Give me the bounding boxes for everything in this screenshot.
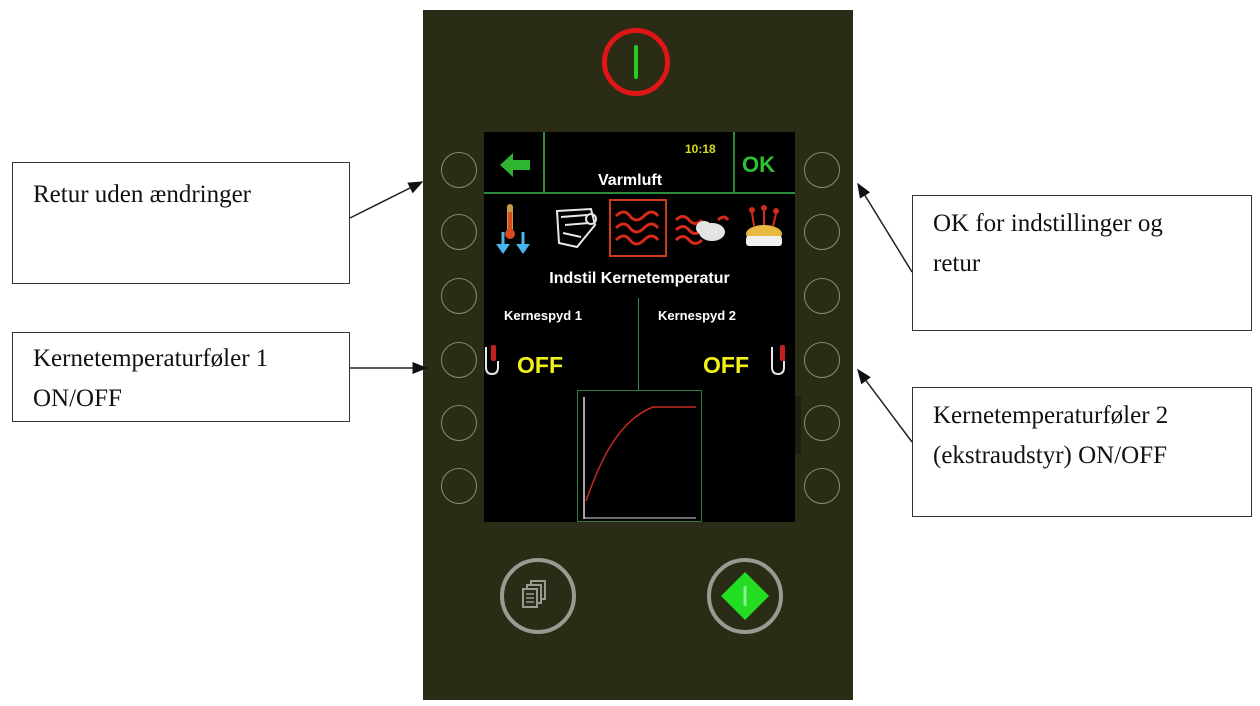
callout-return-without-changes: Retur uden ændringer [12, 162, 350, 284]
side-button-right-5[interactable] [804, 405, 840, 441]
probe-2-label: Kernespyd 2 [658, 308, 737, 323]
header-divider-right [733, 132, 735, 192]
side-button-left-2[interactable] [441, 214, 477, 250]
callout-core-probe-1: Kernetemperaturføler 1 ON/OFF [12, 332, 350, 422]
callout-ok-and-return: OK for indstillinger og retur [912, 195, 1252, 331]
ok-button[interactable]: OK [742, 152, 775, 177]
cool-down-icon[interactable] [493, 202, 537, 256]
start-button[interactable] [707, 558, 783, 634]
arrow-ok [857, 182, 913, 273]
callout-core-probe-2: Kernetemperaturføler 2 (ekstraudstyr) ON… [912, 387, 1252, 517]
mode-title: Varmluft [598, 172, 663, 189]
mode-selection-frame [609, 199, 667, 257]
hot-air-icon[interactable] [612, 206, 664, 250]
side-button-right-1[interactable] [804, 152, 840, 188]
callout-text: Retur uden ændringer [33, 181, 252, 208]
side-button-left-3[interactable] [441, 278, 477, 314]
probe-divider [638, 298, 639, 390]
core-probe-2-icon[interactable] [769, 343, 791, 377]
probe-2-state[interactable]: OFF [703, 352, 749, 378]
callout-text-line2: (ekstraudstyr) ON/OFF [933, 442, 1168, 469]
callout-text-line1: OK for indstillinger og [933, 210, 1163, 237]
cleaning-icon[interactable] [551, 203, 601, 251]
header-divider-left [543, 132, 545, 192]
core-temperature-graph [577, 390, 702, 522]
arrow-probe-2 [857, 368, 913, 443]
callout-text-line2: retur [933, 250, 981, 277]
side-button-right-6[interactable] [804, 468, 840, 504]
clock: 10:18 [685, 142, 716, 156]
probe-1-state[interactable]: OFF [517, 352, 563, 378]
panel-edge-tab [795, 396, 801, 454]
programs-button[interactable] [500, 558, 576, 634]
combi-steam-icon[interactable] [674, 210, 730, 250]
side-button-right-2[interactable] [804, 214, 840, 250]
start-icon [721, 572, 769, 620]
side-button-right-4[interactable] [804, 342, 840, 378]
power-button[interactable] [602, 28, 670, 96]
side-button-left-5[interactable] [441, 405, 477, 441]
baking-icon[interactable] [740, 204, 786, 252]
callout-text-line1: Kernetemperaturføler 1 [33, 345, 269, 372]
programs-icon [522, 580, 546, 608]
callout-text-line1: Kernetemperaturføler 2 [933, 402, 1169, 429]
prompt-text: Indstil Kernetemperatur [549, 270, 730, 287]
side-button-left-1[interactable] [441, 152, 477, 188]
probe-1-label: Kernespyd 1 [504, 308, 583, 323]
header-divider-bottom [484, 192, 795, 194]
arrow-return [349, 181, 424, 219]
back-arrow-icon[interactable] [500, 153, 530, 177]
core-probe-1-icon[interactable] [483, 343, 503, 377]
side-button-left-4[interactable] [441, 342, 477, 378]
display-screen [484, 132, 795, 522]
side-button-right-3[interactable] [804, 278, 840, 314]
side-button-left-6[interactable] [441, 468, 477, 504]
core-temperature-curve [583, 397, 696, 519]
callout-text-line2: ON/OFF [33, 385, 122, 412]
